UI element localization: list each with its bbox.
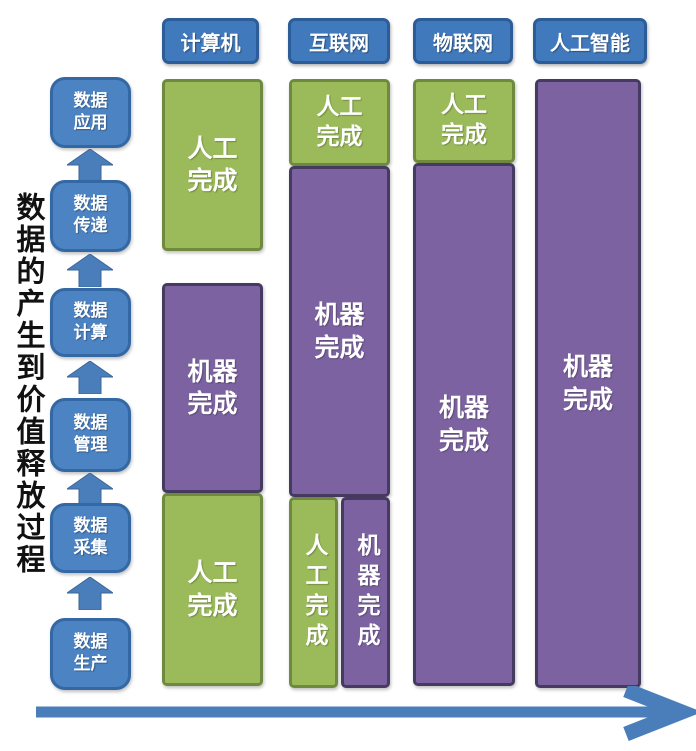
segment-internet-manual-bottom: 人工完成 (289, 497, 338, 688)
segment-internet-machine-bottom: 机器完成 (341, 497, 390, 688)
segment-iot-machine: 机器 完成 (413, 163, 515, 686)
stage-data-production: 数据 生产 (50, 618, 131, 690)
right-arrow-icon (36, 686, 696, 741)
segment-computer-manual-top: 人工 完成 (162, 79, 263, 251)
segment-computer-manual-bottom: 人工 完成 (162, 493, 263, 686)
era-header-ai: 人工智能 (533, 18, 647, 64)
segment-internet-machine: 机器 完成 (289, 166, 390, 497)
up-arrow-icon (67, 473, 113, 506)
vertical-title: 数据的产生到价值释放过程 (12, 192, 46, 576)
stage-data-application: 数据 应用 (50, 77, 131, 148)
up-arrow-icon (67, 254, 113, 287)
era-header-iot: 物联网 (413, 18, 513, 64)
stage-data-computing: 数据 计算 (50, 288, 131, 357)
segment-internet-manual-top: 人工 完成 (289, 79, 390, 166)
era-header-internet: 互联网 (288, 18, 390, 64)
segment-computer-machine: 机器 完成 (162, 283, 263, 493)
era-header-computer: 计算机 (162, 18, 259, 64)
up-arrow-icon (67, 149, 113, 182)
stage-data-transfer: 数据 传递 (50, 180, 131, 252)
up-arrow-icon (67, 361, 113, 394)
up-arrow-icon (67, 577, 113, 610)
stage-data-collection: 数据 采集 (50, 503, 131, 573)
segment-ai-machine: 机器 完成 (535, 79, 641, 688)
segment-iot-manual: 人工 完成 (413, 79, 515, 163)
stage-data-management: 数据 管理 (50, 398, 131, 472)
